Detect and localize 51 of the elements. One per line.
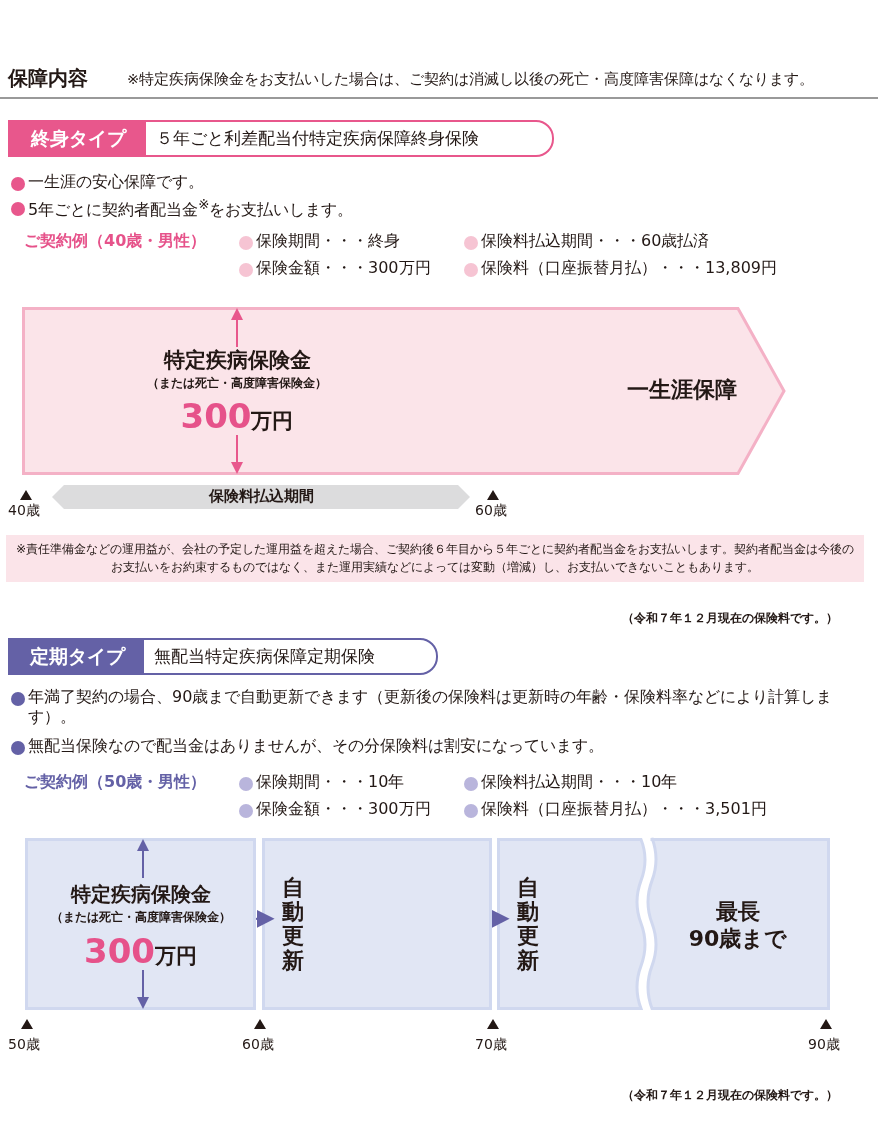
- age-label: 60歳: [242, 1036, 274, 1054]
- timeline-block: [262, 838, 492, 1010]
- payment-period-band: [52, 485, 470, 509]
- band-text: 最長: [715, 898, 761, 926]
- coverage-arrow-band: [22, 307, 786, 475]
- renewal-label: 自動更新: [282, 876, 304, 973]
- feature-text: 年満了契約の場合、90歳まで自動更新できます（更新後の保険料は更新時の年齢・保険料率などにより計算します）。: [28, 687, 834, 727]
- section-title: 保障内容: [8, 66, 88, 91]
- band-text: 保険料払込期間: [207, 487, 315, 506]
- contract-detail: 保険料払込期間・・・60歳払済: [481, 231, 710, 251]
- band-text: 特定疾病保険金: [162, 347, 312, 374]
- example-heading: ご契約例（40歳・男性）: [24, 231, 207, 251]
- product-name: 無配当特定疾病保障定期保険: [153, 645, 375, 668]
- band-text: 特定疾病保険金: [69, 882, 212, 907]
- age-label: 40歳: [8, 502, 40, 520]
- type-badge: [8, 120, 554, 157]
- type-badge: [8, 638, 438, 675]
- product-name: ５年ごと利差配当付特定疾病保障終身保険: [155, 127, 479, 150]
- age-label: 50歳: [8, 1036, 40, 1054]
- feature-text: 5年ごとに契約者配当金$^{※}$をお支払いします。: [28, 197, 354, 221]
- feature-text: 一生涯の安心保障です。: [28, 172, 204, 192]
- arrow: [255, 909, 275, 928]
- arrow: [491, 909, 510, 928]
- badge-label: 終身タイプ: [10, 122, 146, 155]
- example-heading: ご契約例（50歳・男性）: [24, 772, 207, 792]
- feature-text: 無配当保険なので配当金はありませんが、その分保険料は割安になっています。: [28, 736, 604, 756]
- age-label: 90歳: [808, 1036, 840, 1054]
- timeline-block: [25, 838, 256, 1010]
- renewal-label: 自動更新: [517, 876, 539, 973]
- footnote: ※責任準備金などの運用益が、会社の予定した運用益を超えた場合、ご契約後６年目から５年ごとに契約者配当金をお支払いします。契約者配当金は今後のお支払いをお約束するものではなく、また運用実績などによっては変動（増減）し、お支払いできないこともあります。: [6, 535, 864, 582]
- note-text: （令和７年１２月現在の保険料です。）: [622, 611, 838, 626]
- note-text: ※特定疾病保険金をお支払いした場合は、ご契約は消滅し以後の死亡・高度障害保障はなくなります。: [127, 70, 815, 89]
- contract-detail: 保険期間・・・10年: [256, 772, 405, 792]
- timeline-block: [497, 838, 647, 1010]
- contract-detail: 保険期間・・・終身: [256, 231, 400, 251]
- badge-label: 定期タイプ: [10, 640, 144, 673]
- band-text: 一生涯保障: [626, 376, 738, 404]
- contract-detail: 保険金額・・・300万円: [256, 799, 431, 819]
- band-text: （または死亡・高度障害保険金）: [49, 910, 232, 925]
- age-label: 70歳: [475, 1036, 507, 1054]
- note-text: （令和７年１２月現在の保険料です。）: [622, 1088, 838, 1103]
- timeline-block: [646, 838, 830, 1010]
- contract-detail: 保険料払込期間・・・10年: [481, 772, 678, 792]
- contract-detail: 保険金額・・・300万円: [256, 258, 431, 278]
- benefit-amount: 300万円: [179, 395, 295, 438]
- band-text: 90歳まで: [687, 925, 789, 953]
- age-label: 60歳: [475, 502, 507, 520]
- benefit-amount: 300万円: [83, 930, 198, 973]
- contract-detail: 保険料（口座振替月払）・・・13,809円: [481, 258, 777, 278]
- contract-detail: 保険料（口座振替月払）・・・3,501円: [481, 799, 767, 819]
- band-text: （または死亡・高度障害保険金）: [146, 376, 328, 391]
